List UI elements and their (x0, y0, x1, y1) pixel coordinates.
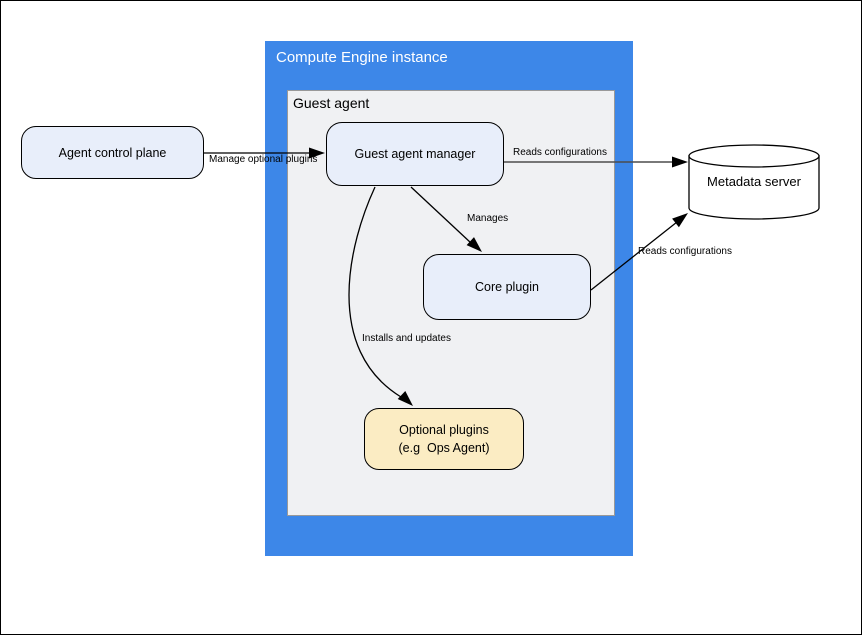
agent-control-plane-label: Agent control plane (58, 145, 167, 160)
node-guest-agent-manager: Guest agent manager (326, 122, 504, 186)
core-plugin-label: Core plugin (475, 280, 539, 294)
edge-label-manage-optional-plugins: Manage optional plugins (209, 154, 318, 165)
edge-label-manages: Manages (467, 213, 509, 224)
guest-agent-label: Guest agent (293, 95, 370, 111)
edge-label-reads-configurations-manager: Reads configurations (513, 147, 607, 158)
optional-plugins-label-line2: (e.g Ops Agent) (398, 441, 490, 455)
guest-agent-manager-label: Guest agent manager (354, 147, 476, 161)
optional-plugins-label-line1: Optional plugins (399, 423, 489, 437)
metadata-server-label: Metadata server (707, 174, 801, 189)
edge-label-reads-configurations-core: Reads configurations (638, 246, 732, 257)
node-agent-control-plane: Agent control plane (21, 126, 204, 179)
node-core-plugin: Core plugin (423, 254, 591, 320)
edge-label-installs-and-updates: Installs and updates (362, 333, 451, 344)
compute-engine-instance-title: Compute Engine instance (276, 49, 448, 66)
node-optional-plugins: Optional plugins (e.g Ops Agent) (364, 408, 524, 470)
